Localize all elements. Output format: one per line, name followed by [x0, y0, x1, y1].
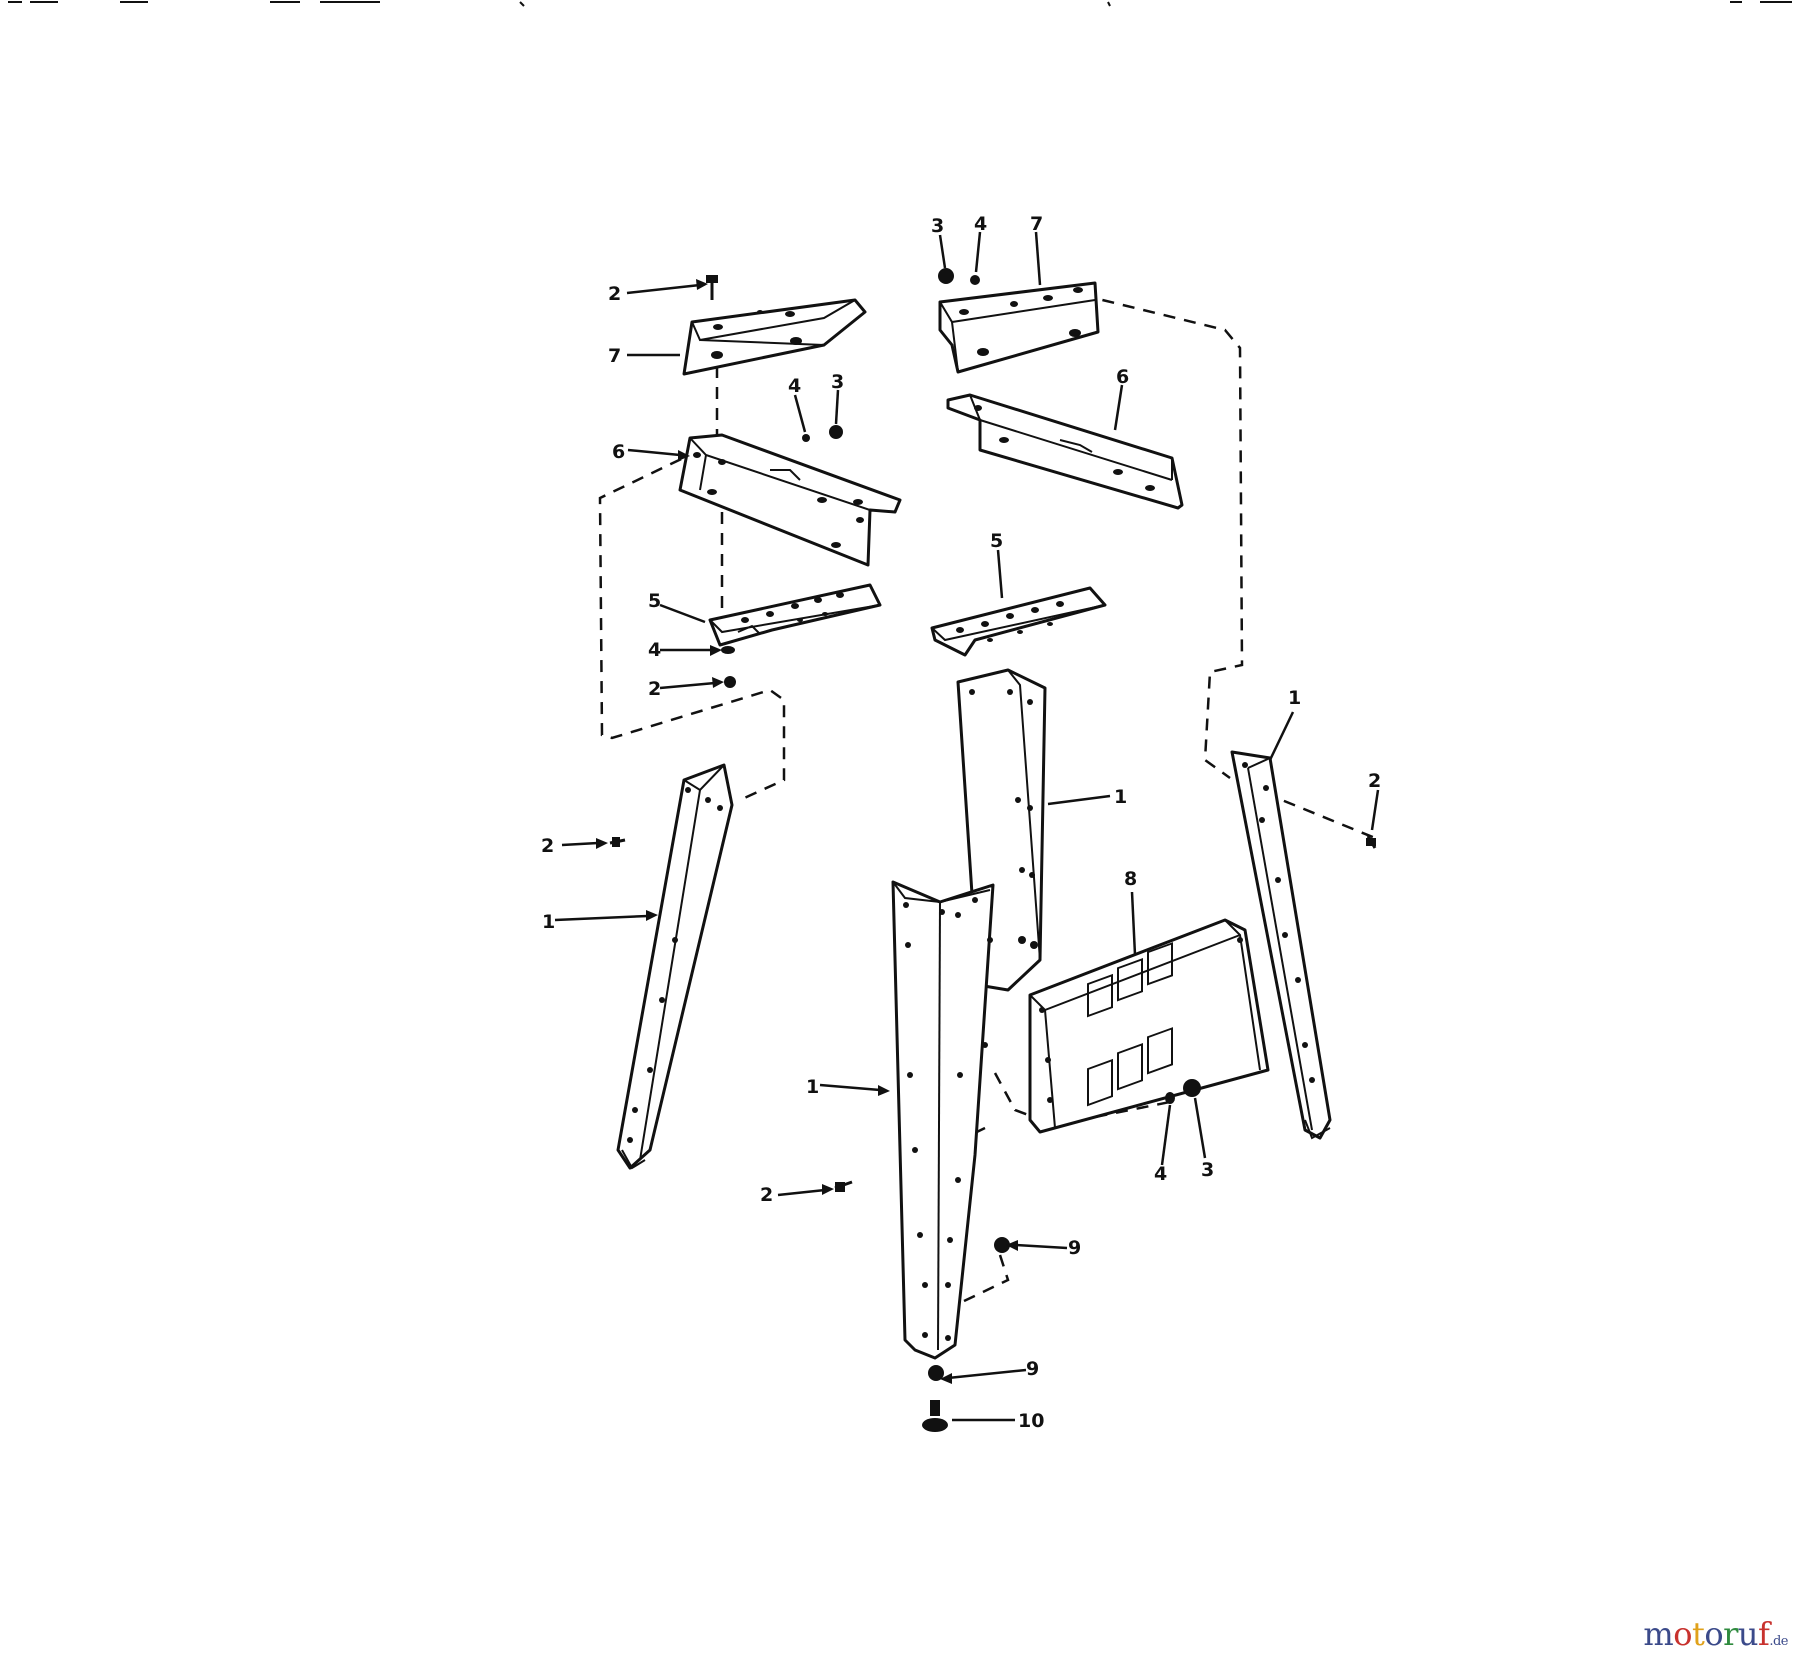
- washer-icon: [802, 434, 810, 442]
- watermark-letter: m: [1643, 1615, 1674, 1653]
- plate-5-right: [930, 586, 1107, 657]
- nut-icon: [1183, 1079, 1201, 1097]
- washer-icon: [721, 646, 735, 654]
- callout-label: 9: [1026, 1358, 1039, 1380]
- callout-label: 3: [831, 371, 844, 393]
- bolt-icon: [1366, 835, 1377, 849]
- callout-label: 1: [806, 1076, 819, 1098]
- callout-label: 1: [1114, 786, 1127, 808]
- watermark-letter: f: [1758, 1615, 1770, 1653]
- hardware: [609, 268, 1377, 1432]
- watermark-letters: motoruf: [1643, 1615, 1770, 1653]
- callout-label: 10: [1018, 1410, 1044, 1432]
- watermark-domain: .de: [1769, 1634, 1788, 1649]
- nut-icon: [829, 425, 843, 439]
- watermark-letter: o: [1673, 1615, 1692, 1653]
- leg-1-right: [1230, 750, 1332, 1140]
- callout-label: 4: [1154, 1163, 1167, 1185]
- callout-label: 8: [1124, 868, 1137, 890]
- callout-label: 3: [931, 215, 944, 237]
- rail-6-left: [678, 433, 902, 567]
- washer-icon: [970, 275, 980, 285]
- callout-label: 2: [541, 835, 554, 857]
- callout-label: 2: [760, 1184, 773, 1206]
- callout-label: 5: [648, 590, 661, 612]
- watermark-logo: motoruf.de: [1643, 1615, 1788, 1653]
- nut-icon: [724, 676, 736, 688]
- callout-label: 4: [974, 213, 987, 235]
- nut-icon: [938, 268, 954, 284]
- callout-label: 4: [648, 639, 661, 661]
- leveling-foot-icon: [922, 1400, 948, 1432]
- leader-lines: [554, 231, 1380, 1422]
- watermark-letter: r: [1723, 1615, 1738, 1653]
- nut-icon: [994, 1237, 1010, 1253]
- callout-label: 7: [608, 345, 621, 367]
- watermark-letter: t: [1691, 1615, 1705, 1653]
- watermark-letter: o: [1704, 1615, 1724, 1653]
- callout-label: 2: [608, 283, 621, 305]
- side-panel-8: [1028, 918, 1270, 1134]
- vent-slots: [1087, 942, 1173, 1107]
- plate-5-left: [708, 583, 882, 647]
- callout-label: 7: [1030, 213, 1043, 235]
- callout-label: 6: [1116, 366, 1129, 388]
- callout-label: 9: [1068, 1237, 1081, 1259]
- nut-icon: [928, 1365, 944, 1381]
- callout-label: 1: [542, 911, 555, 933]
- callout-label: 1: [1288, 687, 1301, 709]
- bolt-icon: [834, 1180, 853, 1192]
- washer-icon: [1165, 1092, 1175, 1104]
- leg-1-left: [616, 763, 734, 1170]
- callout-labels: 2 7 3 4 7 4 3 6 6 5 5 4 2 1 1 2 2 1 8 1 …: [541, 213, 1381, 1432]
- callout-label: 6: [612, 441, 625, 463]
- callout-label: 4: [788, 375, 801, 397]
- watermark-letter: u: [1737, 1615, 1759, 1653]
- scan-edge-marks: [8, 1, 1792, 7]
- callout-label: 3: [1201, 1159, 1214, 1181]
- bolt-icon: [706, 275, 718, 300]
- bolt-icon: [609, 837, 626, 847]
- bracket-7-left: [682, 298, 867, 376]
- callout-label: 2: [1368, 770, 1381, 792]
- callout-label: 2: [648, 678, 661, 700]
- callout-label: 5: [990, 530, 1003, 552]
- rail-6-right: [946, 393, 1184, 510]
- bracket-7-right: [938, 281, 1100, 374]
- leg-1-front: [891, 880, 995, 1360]
